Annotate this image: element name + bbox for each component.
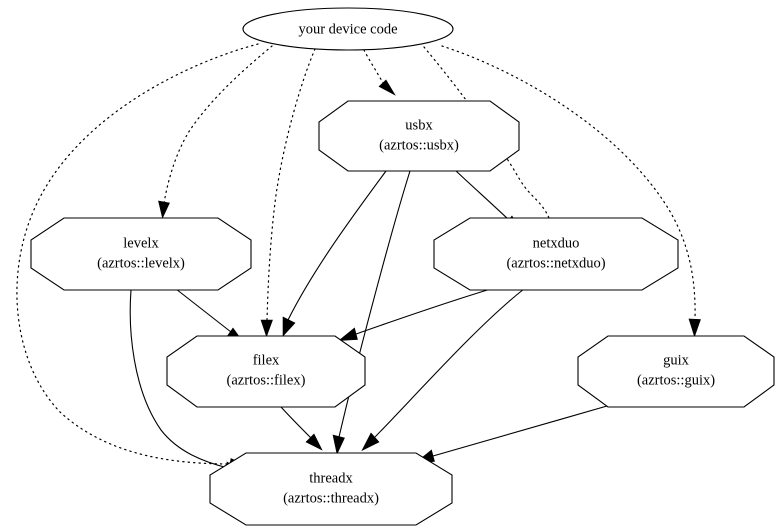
edge-guix-to-threadx <box>415 405 608 463</box>
node-label-line1: threadx <box>309 470 353 486</box>
edge-device-to-filex <box>260 48 316 338</box>
node-shape-octagon <box>318 100 520 172</box>
edge-path <box>175 288 232 333</box>
node-levelx[interactable]: levelx (azrtos::levelx) <box>30 217 252 291</box>
node-label-line2: (azrtos::levelx) <box>97 255 185 271</box>
node-layer: your device code usbx (azrtos::usbx) lev… <box>30 7 775 526</box>
edge-device-to-usbx <box>363 49 396 96</box>
node-threadx[interactable]: threadx (azrtos::threadx) <box>209 452 453 526</box>
edge-filex-to-threadx <box>280 406 323 451</box>
node-label-line2: (azrtos::threadx) <box>283 490 379 506</box>
arrow-head <box>282 316 296 337</box>
node-label-line1: your device code <box>298 21 397 37</box>
edge-device-to-guix <box>441 45 701 338</box>
edge-path <box>441 45 696 321</box>
edge-path <box>338 170 411 438</box>
edge-path <box>423 46 550 219</box>
edge-path <box>374 288 525 438</box>
node-label-line1: usbx <box>405 117 433 133</box>
edge-path <box>454 169 510 221</box>
edge-levelx-to-filex <box>175 288 244 343</box>
node-usbx[interactable]: usbx (azrtos::usbx) <box>318 100 520 172</box>
node-label-line1: netxduo <box>533 235 580 251</box>
arrow-head <box>688 318 701 338</box>
arrow-head <box>158 200 170 219</box>
node-netxduo[interactable]: netxduo (azrtos::netxduo) <box>433 217 679 291</box>
node-label-line2: (azrtos::filex) <box>227 372 306 388</box>
node-shape-octagon <box>577 335 775 408</box>
arrow-head <box>338 327 358 341</box>
edge-path <box>266 48 316 321</box>
edge-path <box>280 406 312 439</box>
node-label-line1: guix <box>663 352 690 368</box>
edge-usbx-to-threadx <box>332 170 411 455</box>
arrow-head <box>378 79 396 96</box>
edge-path <box>432 405 608 457</box>
node-guix[interactable]: guix (azrtos::guix) <box>577 335 775 408</box>
node-shape-octagon <box>433 217 679 291</box>
node-your-device-code[interactable]: your device code <box>242 7 454 51</box>
edge-netxduo-to-threadx <box>361 288 525 452</box>
node-shape-octagon <box>30 217 252 291</box>
node-label-line1: filex <box>253 352 280 368</box>
edge-path <box>287 170 387 321</box>
node-shape-ellipse <box>242 7 454 51</box>
edge-device-to-levelx <box>158 45 273 219</box>
edge-netxduo-to-filex <box>338 287 495 341</box>
edge-path <box>355 287 495 335</box>
edge-path <box>363 49 384 84</box>
node-label-line2: (azrtos::netxduo) <box>506 255 605 271</box>
node-shape-octagon <box>209 452 453 526</box>
arrow-head <box>260 319 273 338</box>
arrow-head <box>361 432 380 452</box>
edge-path <box>16 43 259 465</box>
edge-usbx-to-filex <box>282 170 387 337</box>
node-filex[interactable]: filex (azrtos::filex) <box>166 335 366 408</box>
node-label-line2: (azrtos::usbx) <box>379 137 459 153</box>
node-label-line2: (azrtos::guix) <box>637 372 715 388</box>
arrow-head <box>332 434 345 455</box>
edge-path <box>163 45 273 204</box>
edge-path <box>129 289 229 469</box>
node-label-line1: levelx <box>123 235 159 251</box>
node-shape-octagon <box>166 335 366 408</box>
arrow-head <box>305 433 323 451</box>
